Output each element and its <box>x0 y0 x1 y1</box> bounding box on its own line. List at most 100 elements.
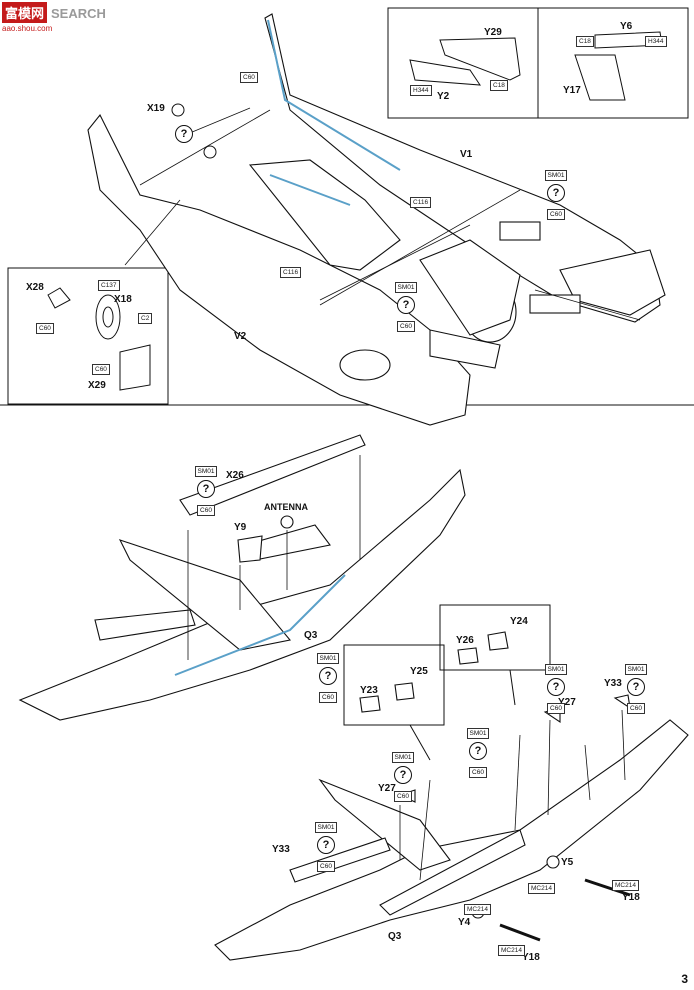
code-mc214-d: MC214 <box>464 904 491 915</box>
paint-code-c: C60 <box>197 505 215 516</box>
cockpit-tub <box>248 159 401 271</box>
label-y27-b: Y27 <box>378 783 396 794</box>
label-y26: Y26 <box>456 635 474 646</box>
exhaust-opening <box>339 349 391 381</box>
part-x28 <box>47 287 71 309</box>
code-c116-b: C116 <box>280 267 302 278</box>
part-y33-a <box>613 694 631 710</box>
code-c2: C2 <box>138 313 153 324</box>
label-y9: Y9 <box>234 522 247 533</box>
paint-code-c: C60 <box>397 321 415 332</box>
paint-ref-x19: ? <box>160 123 208 144</box>
part-y24 <box>487 631 509 651</box>
code-c18-b: C18 <box>576 36 594 47</box>
paint-code-c: C60 <box>547 703 565 714</box>
code-c60-x28: C60 <box>36 323 54 334</box>
cowling-strip <box>529 294 581 314</box>
gear-bay-strip <box>379 829 526 916</box>
aileron-left <box>94 609 196 641</box>
label-q3-upper: Q3 <box>304 630 318 641</box>
code-c60-x29: C60 <box>92 364 110 375</box>
question-mark-icon: ? <box>394 766 412 784</box>
code-c60-tail: C60 <box>240 72 258 83</box>
inset-box-wheel <box>7 267 169 405</box>
paint-ref: SM01 ? C60 <box>532 658 580 715</box>
paint-ref: SM01 ? C60 <box>182 460 230 517</box>
question-mark-icon: ? <box>547 184 565 202</box>
cowling-small-panel <box>499 221 541 241</box>
part-y5 <box>546 855 560 869</box>
label-x29: X29 <box>88 380 106 391</box>
code-h344-b: H344 <box>645 36 667 47</box>
question-mark-icon: ? <box>317 836 335 854</box>
paint-ref: SM01 ? C60 <box>382 276 430 333</box>
code-c116-a: C116 <box>410 197 432 208</box>
paint-code-sm: SM01 <box>194 466 218 477</box>
paint-code-c: C60 <box>317 861 335 872</box>
paint-code-sm: SM01 <box>394 282 418 293</box>
question-mark-icon: ? <box>397 296 415 314</box>
part-y17 <box>574 54 626 101</box>
label-y29: Y29 <box>484 27 502 38</box>
code-c137: C137 <box>98 280 120 291</box>
label-x26: X26 <box>226 470 244 481</box>
label-y18-a: Y18 <box>622 892 640 903</box>
antenna-part <box>280 515 294 529</box>
watermark-search: SEARCH <box>51 6 106 21</box>
paint-code-sm: SM01 <box>544 664 568 675</box>
paint-code-c: C60 <box>394 791 412 802</box>
label-q3-lower: Q3 <box>388 931 402 942</box>
engine-block <box>419 239 521 336</box>
paint-ref: SM01 ? C60 <box>454 722 502 779</box>
label-y5: Y5 <box>561 857 574 868</box>
label-x18: X18 <box>114 294 132 305</box>
label-v1: V1 <box>460 149 473 160</box>
label-y18-b: Y18 <box>522 952 540 963</box>
fuselage-group <box>87 13 666 426</box>
paint-ref: SM01 ? C60 <box>612 658 660 715</box>
label-y27-a: Y27 <box>558 697 576 708</box>
question-mark-icon: ? <box>547 678 565 696</box>
label-x28: X28 <box>26 282 44 293</box>
aileron-right <box>289 837 391 883</box>
label-y33-b: Y33 <box>272 844 290 855</box>
code-mc214-a: MC214 <box>612 880 639 891</box>
gear-leg-x29 <box>119 344 151 391</box>
paint-code-sm: SM01 <box>316 653 340 664</box>
paint-code-sm: SM01 <box>544 170 568 181</box>
paint-ref: SM01 ? C60 <box>379 746 427 803</box>
exhaust-stack <box>429 329 501 369</box>
part-y2 <box>409 59 481 86</box>
page-number: 3 <box>681 972 688 986</box>
label-y24: Y24 <box>510 616 528 627</box>
paint-code-sm: SM01 <box>466 728 490 739</box>
paint-code-sm: SM01 <box>624 664 648 675</box>
code-h344-a: H344 <box>410 85 432 96</box>
gun-barrel-y18-b <box>499 923 541 942</box>
inset-box-y23-y25 <box>343 644 445 726</box>
part-x19 <box>171 103 185 117</box>
question-mark-icon: ? <box>627 678 645 696</box>
code-c18-a: C18 <box>490 80 508 91</box>
paint-code-sm: SM01 <box>391 752 415 763</box>
paint-ref: SM01 ? C60 <box>302 816 350 873</box>
label-y17: Y17 <box>563 85 581 96</box>
question-mark-icon: ? <box>469 742 487 760</box>
label-x19: X19 <box>147 103 165 114</box>
label-y25: Y25 <box>410 666 428 677</box>
label-y4: Y4 <box>458 917 471 928</box>
label-y23: Y23 <box>360 685 378 696</box>
watermark-logo: 富模网 <box>2 2 48 23</box>
label-y2: Y2 <box>437 91 450 102</box>
part-y23 <box>359 695 381 713</box>
part-y29 <box>439 37 521 81</box>
part-y26 <box>457 647 479 665</box>
question-mark-icon: ? <box>175 125 193 143</box>
gun-barrel-y18-a <box>584 878 631 897</box>
code-mc214-b: MC214 <box>528 883 555 894</box>
paint-ref: SM01 ? C60 <box>304 647 352 704</box>
paint-code-c: C60 <box>319 692 337 703</box>
part-y25 <box>394 682 415 701</box>
